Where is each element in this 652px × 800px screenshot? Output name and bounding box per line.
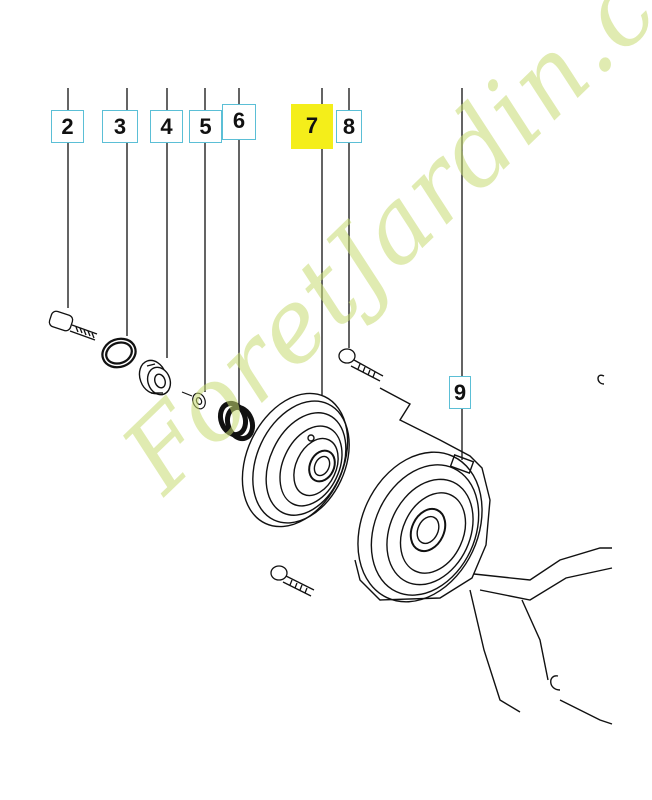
callout-7-highlighted: 7 xyxy=(291,104,333,149)
part-3-ring xyxy=(101,337,137,369)
callout-6: 6 xyxy=(222,104,256,140)
callout-4: 4 xyxy=(150,110,183,143)
callout-8: 8 xyxy=(336,110,362,143)
part-2-screw xyxy=(48,310,98,341)
part-6-rings xyxy=(217,400,256,442)
part-4-hub xyxy=(138,359,172,396)
part-8-screw-top xyxy=(338,348,384,382)
part-5-pin xyxy=(181,391,206,410)
callout-2: 2 xyxy=(51,110,84,143)
part-7-pulley xyxy=(241,392,350,528)
callout-9: 9 xyxy=(449,376,471,409)
callout-3: 3 xyxy=(102,110,138,143)
part-8-screw-bottom xyxy=(270,565,315,597)
part-9-starter-housing xyxy=(354,374,613,725)
callout-5: 5 xyxy=(189,110,222,143)
